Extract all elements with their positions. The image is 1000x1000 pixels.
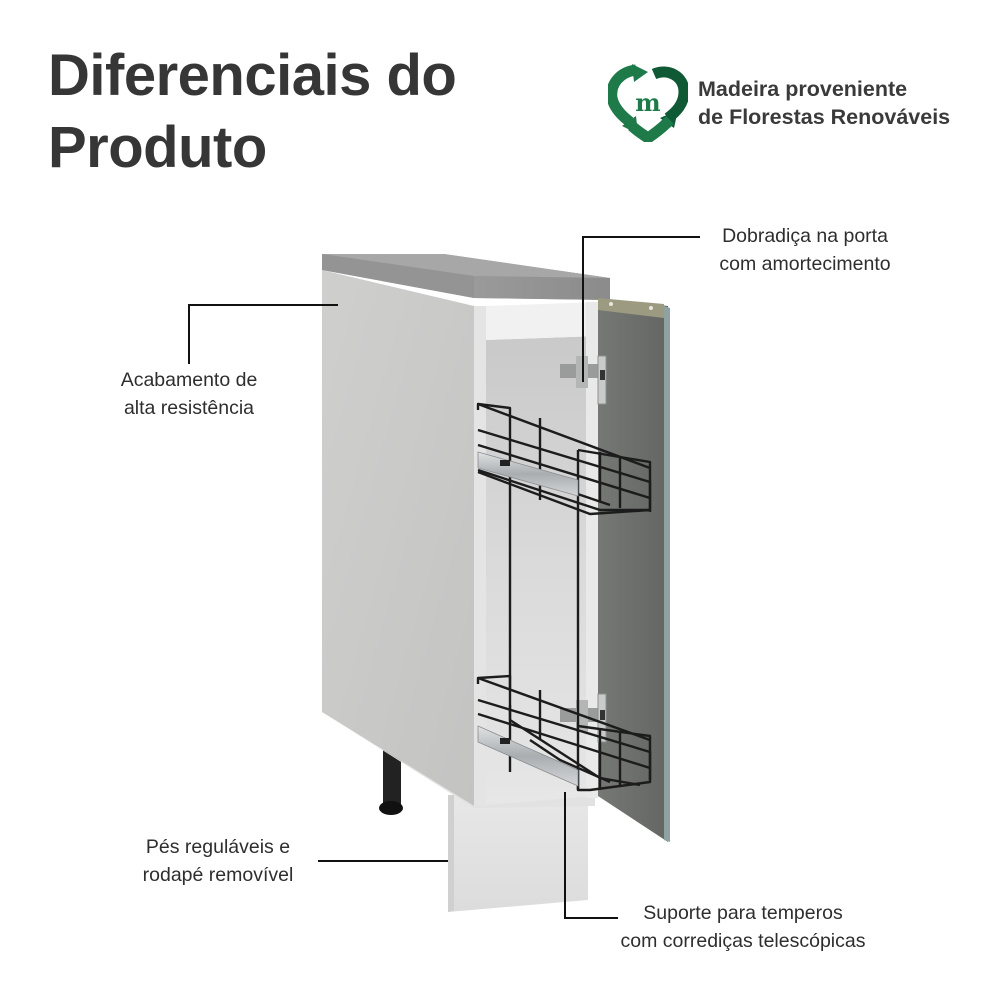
- callout-feet-line-1: Pés reguláveis e: [145, 836, 291, 858]
- callout-spice-rack: Suporte para temperos com corrediças tel…: [594, 899, 892, 955]
- callout-line-finish-horizontal: [188, 304, 338, 306]
- page-title: Diferenciais do Produto: [48, 40, 508, 184]
- svg-text:m: m: [635, 88, 660, 117]
- removable-plinth: [448, 788, 588, 912]
- telescopic-slide-top: [477, 451, 579, 497]
- page-title-line-1: Diferenciais do: [48, 43, 457, 108]
- callout-finish: Acabamento de alta resistência: [104, 366, 274, 422]
- callout-line-spice-vertical: [564, 792, 566, 919]
- callout-hinge: Dobradiça na porta com amortecimento: [700, 222, 910, 278]
- callout-line-hinge-horizontal: [582, 236, 700, 238]
- door-panel: [598, 298, 670, 842]
- badge-label-line-1: Madeira proveniente: [698, 77, 908, 101]
- side-panel: [322, 270, 474, 806]
- callout-hinge-line-1: Dobradiça na porta: [722, 225, 888, 247]
- soft-close-hinge-top: [560, 355, 607, 405]
- callout-feet-line-2: rodapé removível: [142, 864, 294, 886]
- cabinet-interior: [486, 336, 598, 798]
- callout-finish-line-2: alta resistência: [123, 397, 255, 419]
- telescopic-slide-bottom: [477, 725, 579, 787]
- badge-label: Madeira proveniente de Florestas Renováv…: [698, 75, 950, 131]
- callout-line-hinge-vertical: [582, 236, 584, 382]
- badge-label-line-2: de Florestas Renováveis: [698, 105, 951, 129]
- callout-feet: Pés reguláveis e rodapé removível: [128, 833, 308, 889]
- callout-finish-line-1: Acabamento de: [120, 369, 258, 391]
- callout-line-feet-horizontal: [318, 860, 448, 862]
- adjustable-leg: [379, 750, 403, 815]
- callout-line-finish-vertical: [188, 304, 190, 364]
- callout-hinge-line-2: com amortecimento: [719, 253, 891, 275]
- page-title-line-2: Produto: [48, 115, 267, 180]
- countertop: [322, 254, 610, 300]
- callout-line-spice-horizontal: [564, 917, 618, 919]
- recycle-heart-m-icon: m: [608, 64, 688, 142]
- renewable-wood-badge: m Madeira proveniente de Florestas Renov…: [608, 64, 950, 142]
- callout-spice-rack-line-2: com corrediças telescópicas: [620, 930, 866, 952]
- callout-spice-rack-line-1: Suporte para temperos: [643, 902, 843, 924]
